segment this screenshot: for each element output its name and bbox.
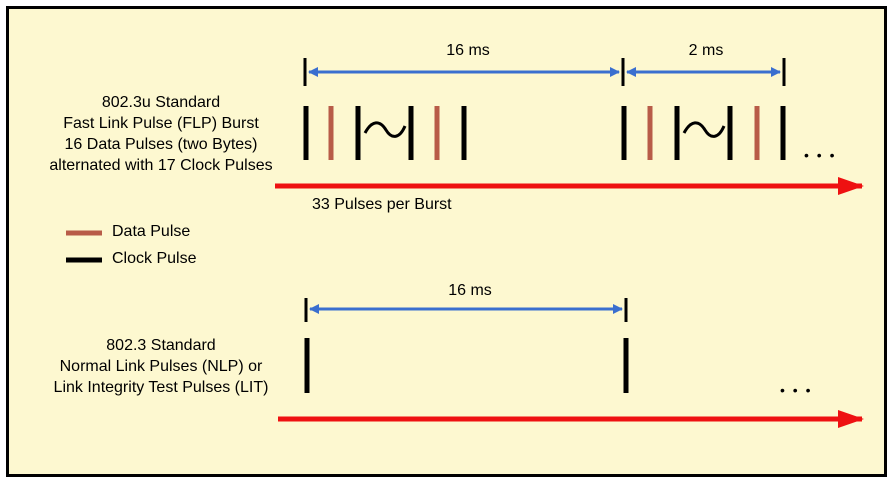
- omission-tilde: [363, 121, 407, 138]
- flp-pulse-count-label: 33 Pulses per Burst: [312, 196, 452, 213]
- flp-label-line-2: Fast Link Pulse (FLP) Burst: [63, 115, 259, 132]
- flp-burst-2: [621, 106, 786, 160]
- flp-burst-label: 2 ms: [688, 42, 724, 59]
- flp-label-line-4: alternated with 17 Clock Pulses: [49, 157, 273, 174]
- nlp-interval-label: 16 ms: [448, 282, 492, 299]
- flp-burst-1: [303, 106, 467, 160]
- nlp-label-line-1: 802.3 Standard: [106, 337, 216, 354]
- nlp-label-line-2: Normal Link Pulses (NLP) or: [59, 358, 263, 375]
- flp-interval-label: 16 ms: [446, 42, 490, 59]
- legend-clock-pulse-label: Clock Pulse: [112, 250, 197, 267]
- diagram-frame: [6, 6, 887, 477]
- nlp-standard-label: 802.3 Standard Normal Link Pulses (NLP) …: [20, 335, 302, 398]
- omission-tilde: [682, 121, 726, 138]
- nlp-ellipsis: • • •: [780, 382, 813, 398]
- nlp-label-line-3: Link Integrity Test Pulses (LIT): [53, 379, 269, 396]
- legend-data-pulse-label: Data Pulse: [112, 223, 191, 240]
- flp-label-line-1: 802.3u Standard: [101, 94, 221, 111]
- flp-standard-label: 802.3u Standard Fast Link Pulse (FLP) Bu…: [20, 92, 302, 176]
- flp-ellipsis: • • •: [804, 147, 837, 163]
- flp-label-line-3: 16 Data Pulses (two Bytes): [64, 136, 258, 153]
